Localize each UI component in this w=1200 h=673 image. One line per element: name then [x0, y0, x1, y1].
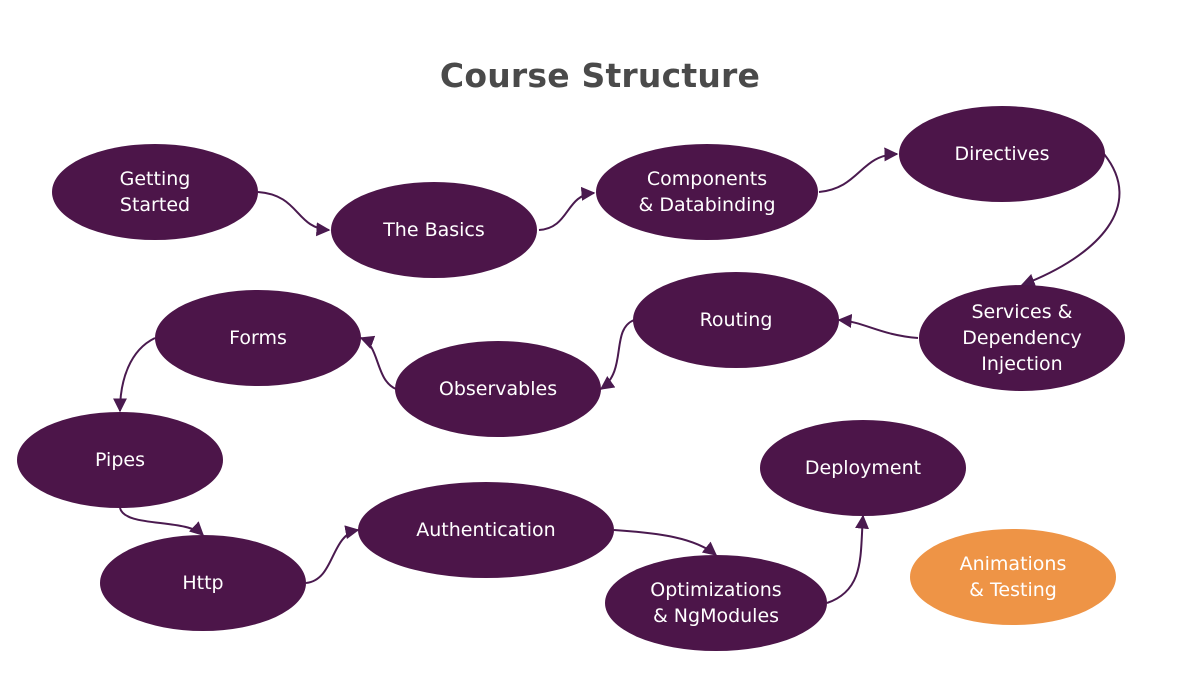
node-label-authentication: Authentication: [416, 519, 555, 541]
node-label-pipes: Pipes: [95, 449, 145, 471]
arrow-directives-to-services-di: [1020, 153, 1121, 288]
node-label-deployment: Deployment: [805, 457, 921, 479]
node-label-services-di-line-1: Services &: [972, 301, 1073, 323]
node-shape-directives: [899, 106, 1105, 202]
node-label-animations-testing-line-2: & Testing: [969, 579, 1057, 601]
arrow-optimizations-ngmodules-to-deployment: [826, 514, 870, 604]
node-label-components-databinding-line-1: Components: [647, 168, 767, 190]
node-shape-http: [100, 535, 306, 631]
arrow-forms-to-pipes: [113, 337, 156, 413]
node-components-databinding: Components & Databinding: [596, 144, 818, 240]
node-forms: Forms: [155, 290, 361, 386]
arrow-observables-to-forms: [359, 335, 397, 390]
diagram-title: Course Structure: [439, 56, 761, 95]
arrow-authentication-to-optimizations-ngmodules: [613, 529, 718, 556]
node-shape-pipes: [17, 412, 223, 508]
arrow-services-di-to-routing: [837, 313, 919, 339]
node-shape-observables: [395, 341, 601, 437]
node-label-optimizations-ngmodules-line-1: Optimizations: [650, 579, 781, 601]
node-label-routing: Routing: [700, 309, 773, 331]
node-the-basics: The Basics: [331, 182, 537, 278]
node-label-observables: Observables: [439, 378, 557, 400]
node-optimizations-ngmodules: Optimizations & NgModules: [605, 555, 827, 651]
node-label-getting-started-line-2: Started: [120, 194, 190, 216]
node-label-services-di-line-2: Dependency: [962, 327, 1082, 349]
arrow-the-basics-to-components-databinding: [538, 186, 596, 231]
node-http: Http: [100, 535, 306, 631]
arrow-getting-started-to-the-basics: [257, 191, 331, 237]
node-label-components-databinding-line-2: & Databinding: [638, 194, 775, 216]
edges-layer: [113, 147, 1121, 604]
node-label-http: Http: [182, 572, 223, 594]
node-label-the-basics: The Basics: [382, 219, 485, 241]
node-observables: Observables: [395, 341, 601, 437]
node-shape-getting-started: [52, 144, 258, 240]
node-shape-animations-testing: [910, 529, 1116, 625]
node-label-directives: Directives: [955, 143, 1050, 165]
node-shape-the-basics: [331, 182, 537, 278]
node-shape-optimizations-ngmodules: [605, 555, 827, 651]
node-deployment: Deployment: [760, 420, 966, 516]
node-label-getting-started-line-1: Getting: [120, 168, 191, 190]
node-shape-services-di: [919, 285, 1125, 391]
node-label-services-di-line-3: Injection: [981, 353, 1062, 375]
node-directives: Directives: [899, 106, 1105, 202]
node-authentication: Authentication: [358, 482, 614, 578]
node-label-forms: Forms: [229, 327, 287, 349]
node-shape-authentication: [358, 482, 614, 578]
node-shape-routing: [633, 272, 839, 368]
node-routing: Routing: [633, 272, 839, 368]
arrow-pipes-to-http: [119, 507, 205, 536]
arrow-http-to-authentication: [305, 525, 360, 584]
arrow-components-databinding-to-directives: [818, 147, 899, 193]
arrow-routing-to-observables: [599, 319, 635, 390]
node-label-animations-testing-line-1: Animations: [960, 553, 1067, 575]
node-pipes: Pipes: [17, 412, 223, 508]
node-label-optimizations-ngmodules-line-2: & NgModules: [653, 605, 779, 627]
node-animations-testing: Animations & Testing: [910, 529, 1116, 625]
node-shape-forms: [155, 290, 361, 386]
node-shape-deployment: [760, 420, 966, 516]
node-shape-components-databinding: [596, 144, 818, 240]
